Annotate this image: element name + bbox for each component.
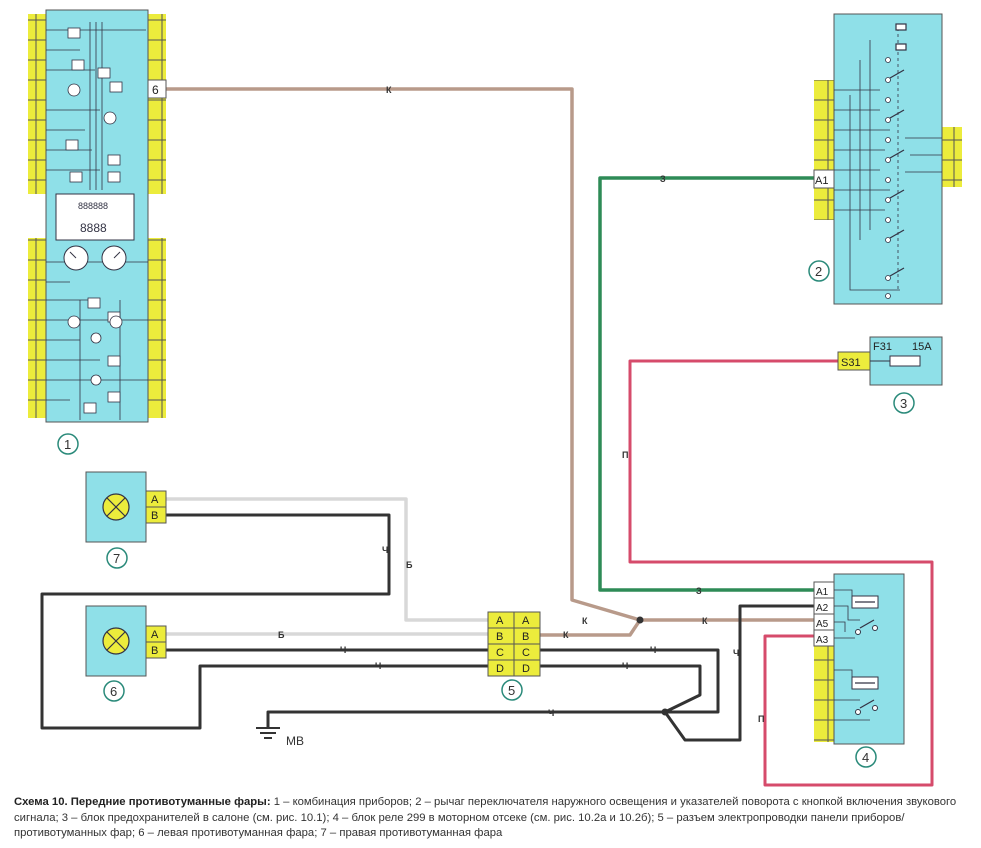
lamp6-pin: B: [151, 645, 158, 657]
connector-pin: A: [522, 615, 530, 627]
callout-4: [855, 746, 877, 768]
callout-5-label: 5: [508, 683, 515, 698]
connector-pin: D: [496, 663, 504, 675]
relay-pin-label: A2: [816, 603, 829, 614]
cluster-pin-label: 6: [152, 83, 159, 97]
callout-3: [893, 392, 915, 414]
wire-ch-ground: [266, 710, 665, 728]
wire-ch-lamp7: [40, 513, 488, 730]
wire-ch-relay: [663, 604, 814, 742]
connector-5: A A B B C C D D: [487, 611, 541, 677]
caption-text: 1 – комбинация приборов; 2 – рычаг перек…: [14, 796, 957, 839]
connector-pin: C: [496, 647, 504, 659]
callout-1-label: 1: [64, 437, 71, 452]
fuse-id-label: F31: [873, 341, 892, 353]
wire-ch-d: [540, 664, 702, 714]
callout-6-label: 6: [110, 684, 117, 699]
wire-k-cluster: [166, 87, 641, 622]
connector-pin: D: [522, 663, 530, 675]
wire-ch-c: [540, 648, 720, 714]
wire-label: Б: [278, 630, 285, 640]
relay-block: A1 A2 A5 A3: [813, 573, 905, 745]
splice-ch: [661, 708, 669, 716]
callout-7: [106, 547, 128, 569]
fuse-rating-label: 15A: [912, 341, 932, 353]
connector-pin: B: [522, 631, 529, 643]
wire-label: К: [386, 85, 392, 95]
wire-label: Ч: [340, 645, 346, 655]
wire-label: Ч: [733, 648, 739, 658]
wire-label: Ч: [650, 645, 656, 655]
wire-label: Ч: [622, 661, 628, 671]
relay-pin-label: A3: [816, 635, 829, 646]
wire-label: Ч: [382, 545, 388, 555]
relay-pin-label: A1: [816, 587, 829, 598]
light-switch-lever: A1: [813, 13, 962, 305]
connector-pin: C: [522, 647, 530, 659]
cluster-trip: 8888: [80, 221, 107, 235]
ground-label: MB: [286, 734, 304, 748]
callout-7-label: 7: [113, 551, 120, 566]
connector-pin: A: [496, 615, 504, 627]
wire-label: Б: [406, 560, 413, 570]
wire-label: Ч: [548, 708, 554, 718]
wire-label: К: [702, 616, 708, 626]
connector-pin: B: [496, 631, 503, 643]
lamp7-pin: B: [151, 510, 158, 522]
wires: [40, 87, 934, 787]
wire-label: К: [582, 616, 588, 626]
callout-1: [57, 433, 79, 455]
callout-6: [103, 680, 125, 702]
wire-label: К: [563, 630, 569, 640]
wire-b-lamp7: [166, 497, 488, 622]
wire-p: [628, 359, 934, 787]
wire-k-connector: [540, 619, 642, 637]
callout-3-label: 3: [900, 396, 907, 411]
callout-4-label: 4: [862, 750, 869, 765]
callout-5: [501, 679, 523, 701]
wire-label: П: [758, 714, 764, 724]
switch-pin-label: A1: [815, 175, 828, 187]
callout-2: [808, 260, 830, 282]
splice-k: [636, 616, 644, 624]
instrument-cluster: 6 888888 8888: [28, 9, 167, 423]
lamp7-pin: A: [151, 494, 159, 506]
wire-label: П: [622, 450, 628, 460]
right-fog-lamp: A B: [85, 471, 167, 543]
wire-label: Ч: [375, 661, 381, 671]
caption-title: Схема 10. Передние противотуманные фары:: [14, 796, 271, 808]
left-fog-lamp: A B: [85, 605, 167, 677]
cluster-odometer: 888888: [78, 201, 108, 211]
ground-symbol: [256, 727, 280, 739]
wire-label-group: К З П З К К К Б Б Ч Ч Ч Ч Ч Ч Ч П: [278, 85, 764, 724]
fuse-terminal-label: S31: [841, 357, 861, 369]
wire-label: З: [660, 174, 666, 184]
lamp6-pin: A: [151, 629, 159, 641]
figure-caption: Схема 10. Передние противотуманные фары:…: [14, 795, 969, 842]
wiring-diagram: К З П З К К К Б Б Ч Ч Ч Ч Ч Ч Ч П MB 6: [28, 9, 962, 787]
wire-z: [598, 176, 814, 592]
relay-pin-label: A5: [816, 619, 829, 630]
callout-2-label: 2: [815, 264, 822, 279]
wire-label: З: [696, 586, 702, 596]
fuse-block: S31 F31 15A: [837, 336, 943, 386]
